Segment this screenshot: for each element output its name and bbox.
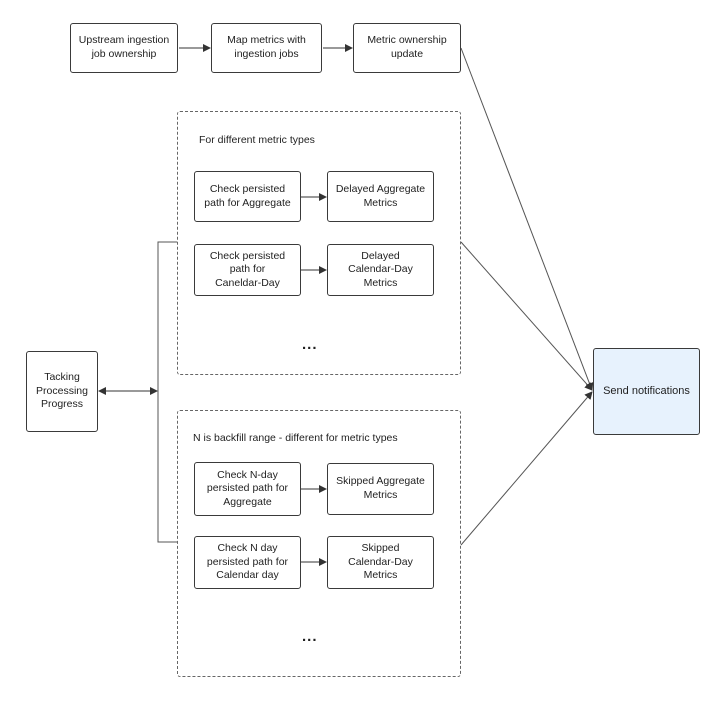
node-check-nday-calendar: Check N day persisted path for Calendar …	[194, 536, 301, 589]
node-skipped-aggregate: Skipped Aggregate Metrics	[327, 463, 434, 515]
node-send-notifications: Send notifications	[593, 348, 700, 435]
group-skipped-metrics	[177, 410, 461, 677]
node-tracking-progress: Tacking Processing Progress	[26, 351, 98, 432]
node-map-metrics: Map metrics with ingestion jobs	[211, 23, 322, 73]
node-check-aggregate: Check persisted path for Aggregate	[194, 171, 301, 222]
ellipsis-skipped: ...	[302, 628, 318, 645]
node-metric-ownership-update: Metric ownership update	[353, 23, 461, 73]
group-bracket	[157, 241, 177, 543]
node-delayed-calendar-day: Delayed Calendar-Day Metrics	[327, 244, 434, 296]
arrow-ownership-to-send	[460, 47, 594, 391]
group-delayed-label: For different metric types	[199, 134, 315, 146]
group-skipped-label: N is backfill range - different for metr…	[193, 432, 398, 444]
node-upstream-ingestion: Upstream ingestion job ownership	[70, 23, 178, 73]
node-check-nday-aggregate: Check N-day persisted path for Aggregate	[194, 462, 301, 516]
node-delayed-aggregate: Delayed Aggregate Metrics	[327, 171, 434, 222]
arrow-delayed-group-to-send	[460, 241, 593, 391]
ellipsis-delayed: ...	[302, 336, 318, 353]
group-delayed-metrics	[177, 111, 461, 375]
node-check-calendar-day: Check persisted path for Caneldar-Day	[194, 244, 301, 296]
node-skipped-calendar-day: Skipped Calendar-Day Metrics	[327, 536, 434, 589]
arrow-skipped-group-to-send	[460, 391, 593, 546]
